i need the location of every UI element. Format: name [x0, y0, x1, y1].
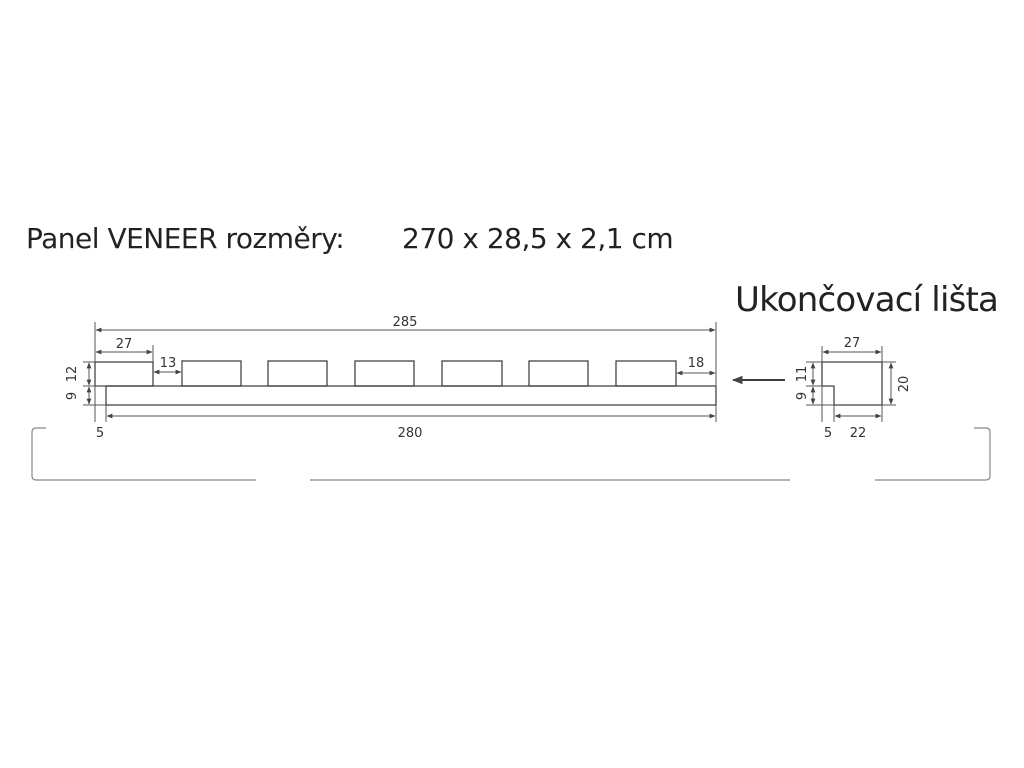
trim-profile — [821, 361, 883, 406]
bracket-lines — [31, 427, 991, 481]
panel-rib — [354, 360, 415, 387]
panel-base — [105, 385, 717, 406]
trim-dim-label-bottom-width: 22 — [850, 426, 867, 441]
dim-label-left-offset: 5 — [96, 426, 104, 441]
panel-rib — [441, 360, 503, 387]
trim-title: Ukončovací lišta — [735, 280, 999, 320]
panel-rib — [267, 360, 328, 387]
panel-rib — [181, 360, 242, 387]
dim-label-total-width: 285 — [393, 315, 418, 330]
trim-dim-label-width: 27 — [844, 336, 861, 351]
trim-dim-label-bottom-height: 9 — [795, 392, 810, 400]
trim-dim-label-total-height: 20 — [897, 376, 912, 393]
panel-dimensions: 270 x 28,5 x 2,1 cm — [402, 222, 674, 255]
panel-rib — [615, 360, 677, 387]
dim-label-base-height: 9 — [65, 392, 80, 400]
panel-profile — [94, 360, 717, 406]
dim-label-gap: 13 — [160, 356, 177, 371]
panel-rib — [528, 360, 589, 387]
panel-title-label: Panel VENEER rozměry: — [26, 222, 345, 255]
dim-label-last-offset: 18 — [688, 356, 705, 371]
trim-dim-label-top-height: 11 — [795, 366, 810, 383]
dim-label-rib-height: 12 — [65, 366, 80, 383]
dim-label-rib-width: 27 — [116, 337, 133, 352]
trim-dim-label-left-offset: 5 — [824, 426, 832, 441]
panel-rib — [94, 361, 154, 387]
dim-label-base-width: 280 — [398, 426, 423, 441]
